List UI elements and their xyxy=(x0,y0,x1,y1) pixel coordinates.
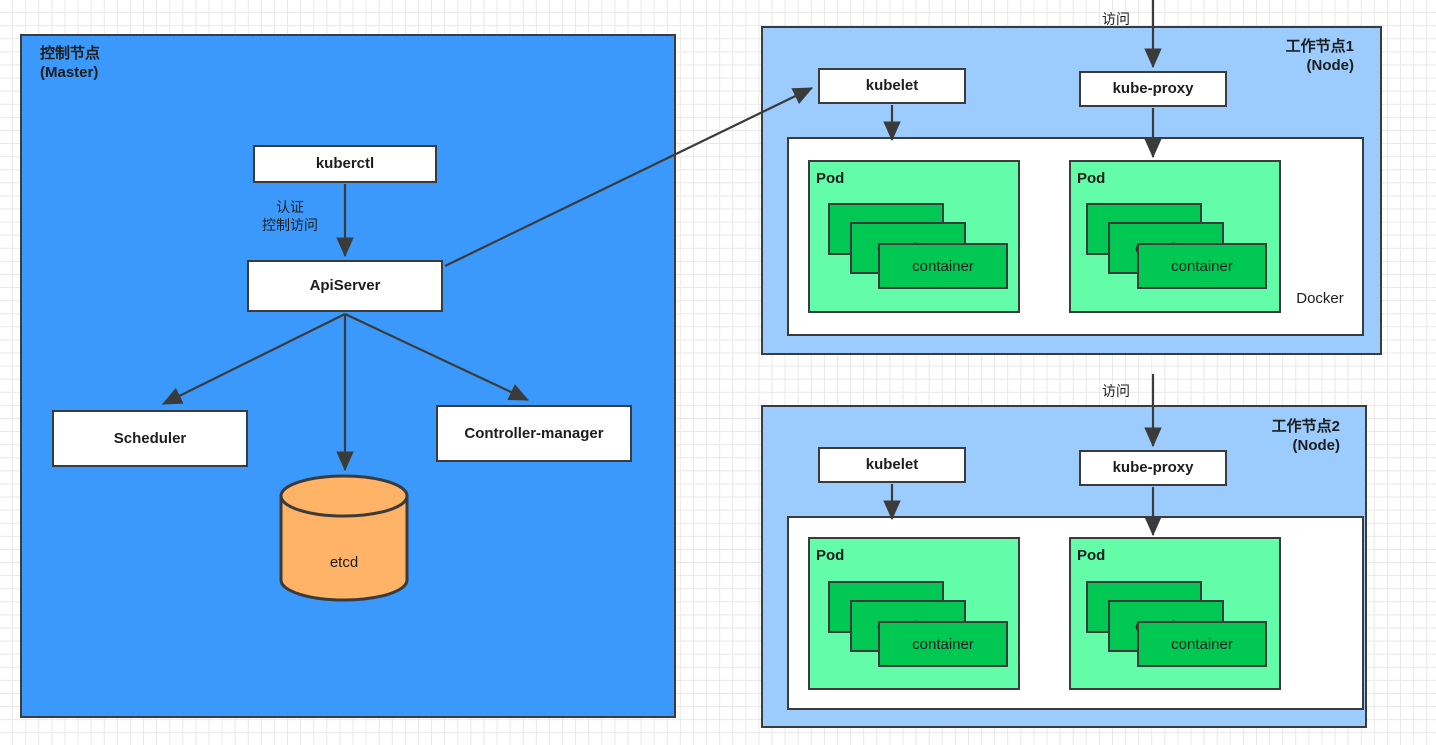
worker-node-2-pod-1-label: Pod xyxy=(816,547,845,564)
worker-node-1-pod-2-container-1[interactable]: container xyxy=(1137,243,1267,289)
worker-node-2-title: 工作节点2 (Node) xyxy=(1271,418,1340,454)
worker-node-1-pod-1-label: Pod xyxy=(816,170,845,187)
worker-node-2-kube-proxy-box[interactable]: kube-proxy xyxy=(1079,450,1227,486)
etcd-label: etcd xyxy=(329,554,359,571)
worker-node-2-pod-1-container-1[interactable]: container xyxy=(878,621,1008,667)
controller-manager-box[interactable]: Controller-manager xyxy=(436,405,632,462)
etcd-cylinder[interactable]: etcd xyxy=(278,474,410,602)
worker-node-2-pod-2-container-1[interactable]: container xyxy=(1137,621,1267,667)
worker-node-1-pod-1-container-1[interactable]: container xyxy=(878,243,1008,289)
kuberctl-box[interactable]: kuberctl xyxy=(253,145,437,183)
scheduler-box[interactable]: Scheduler xyxy=(52,410,248,467)
worker-node-1-pod-2-label: Pod xyxy=(1077,170,1106,187)
worker-node-1-docker-label: Docker xyxy=(1296,290,1344,307)
apiserver-box[interactable]: ApiServer xyxy=(247,260,443,312)
worker-node-2-access-label: 访问 xyxy=(1102,383,1130,399)
worker-node-2-pod-2-label: Pod xyxy=(1077,547,1106,564)
worker-node-1-access-label: 访问 xyxy=(1102,11,1130,27)
master-node-title: 控制节点 (Master) xyxy=(40,45,101,81)
master-node-region[interactable] xyxy=(20,34,676,718)
worker-node-1-kube-proxy-box[interactable]: kube-proxy xyxy=(1079,71,1227,107)
worker-node-2-kubelet-box[interactable]: kubelet xyxy=(818,447,966,483)
auth-access-control-label: 认证 控制访问 xyxy=(262,199,318,233)
etcd-shape xyxy=(279,474,409,602)
worker-node-1-title: 工作节点1 (Node) xyxy=(1285,38,1354,74)
worker-node-1-kubelet-box[interactable]: kubelet xyxy=(818,68,966,104)
